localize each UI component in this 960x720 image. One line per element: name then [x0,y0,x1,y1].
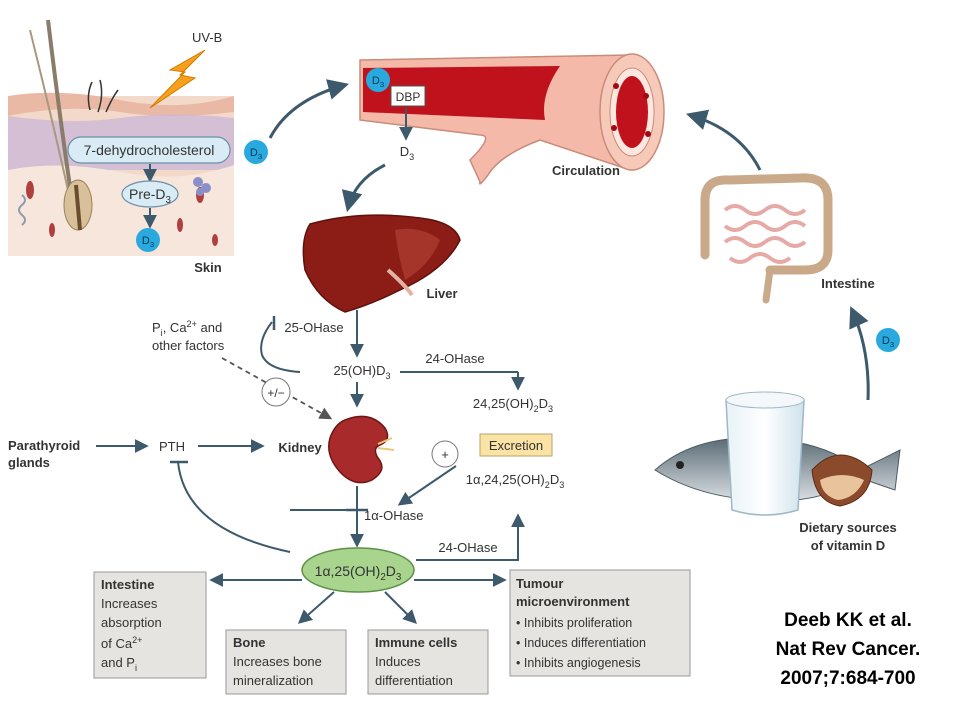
parathyroid-line1: Parathyroid [8,438,80,453]
bone-target-line1: Increases bone [233,654,322,669]
bone-target-title: Bone [233,635,266,650]
plus-circle [431,440,459,468]
dbp-box [390,85,426,107]
regulators-line1: Pi, Ca2+ and [152,319,222,338]
excretion-box [479,433,553,457]
liver-enzyme-label: 25-OHase [284,320,343,335]
intestine-target-line2: absorption [101,615,162,630]
calcitetrol-label: 1α,24,25(OH)2D3 [466,472,565,490]
tumour-target-box [509,569,691,677]
tumour-target-item: • Inhibits proliferation [516,616,632,630]
excretion-label: Excretion [489,438,543,453]
dehydrocholesterol-box [67,136,231,164]
circulation-title: Circulation [552,163,620,178]
liver-title: Liver [426,286,457,301]
liver-illustration [302,214,461,313]
diet-d3-badge [876,328,900,352]
blood-vessel-illustration [359,53,665,185]
skin-exit-d3-label: D3 [250,147,262,161]
pth-label: PTH [159,439,185,454]
bone-target-box [225,629,347,695]
skin-d3-badge [136,228,160,252]
parathyroid-line2: glands [8,455,50,470]
intestine-target-line4: and Pi [101,655,137,673]
citation-line1: Deeb KK et al. [784,610,912,631]
tumour-target-item: • Induces differentiation [516,636,646,650]
uv-b-label: UV-B [192,30,222,45]
calcitriol-box [301,547,415,593]
lower-24-ohase-label: 24-OHase [438,540,497,555]
diet-sources-line1: Dietary sources [799,520,897,535]
kidney-enzyme-label: 1α-OHase [364,508,424,523]
kidney-illustration [328,415,395,484]
immune-target-line1: Induces [375,654,421,669]
diet-intestine-title: Intestine [821,276,874,291]
skin-exit-d3-badge [244,140,268,164]
skin-d3-label: D3 [142,235,154,249]
skin-illustration [8,19,234,256]
bone-target-line2: mineralization [233,673,313,688]
regulators-line2: other factors [152,338,225,353]
dehydrocholesterol-label: 7-dehydrocholesterol [84,142,215,158]
intestine-target-title: Intestine [101,577,154,592]
tumour-target-item: • Inhibits angiogenesis [516,656,641,670]
mushroom-illustration [811,454,873,507]
plusminus-label: +/− [267,386,284,400]
intestine-target-box [93,571,207,679]
intestine-target-line3: of Ca2+ [101,635,142,651]
diet-d3-label: D3 [882,335,894,349]
diet-sources-line2: of vitamin D [811,538,885,553]
circulation-d3-label: D3 [400,144,414,162]
immune-target-box [367,629,489,695]
calcidiol-label: 25(OH)D3 [333,363,390,381]
pre-d3-label: Pre-D3 [129,186,172,206]
pre-d3-box [121,180,179,208]
uv-b-bolt-icon [149,49,206,109]
kidney-title: Kidney [278,440,322,455]
tumour-target-title2: microenvironment [516,594,630,609]
upper-24-ohase-label: 24-OHase [425,351,484,366]
immune-target-line2: differentiation [375,673,453,688]
citation-line3: 2007;7:684-700 [780,668,915,689]
dbp-label: DBP [396,90,421,104]
skin-title: Skin [194,260,222,275]
milk-glass-illustration [725,391,805,516]
intestine-target-line1: Increases [101,596,158,611]
plus-label: + [441,447,449,462]
tumour-target-title1: Tumour [516,576,563,591]
circulation-d3-badge-label: D3 [372,75,384,89]
immune-target-title: Immune cells [375,635,457,650]
plusminus-circle [261,377,291,407]
circulation-d3-badge [366,68,390,92]
citation-line2: Nat Rev Cancer. [776,639,921,660]
secalciferol-label: 24,25(OH)2D3 [473,396,553,414]
calcitriol-label: 1α,25(OH)2D3 [315,563,402,583]
intestine-illustration [700,173,833,304]
small-intestine-illustration [723,204,807,264]
